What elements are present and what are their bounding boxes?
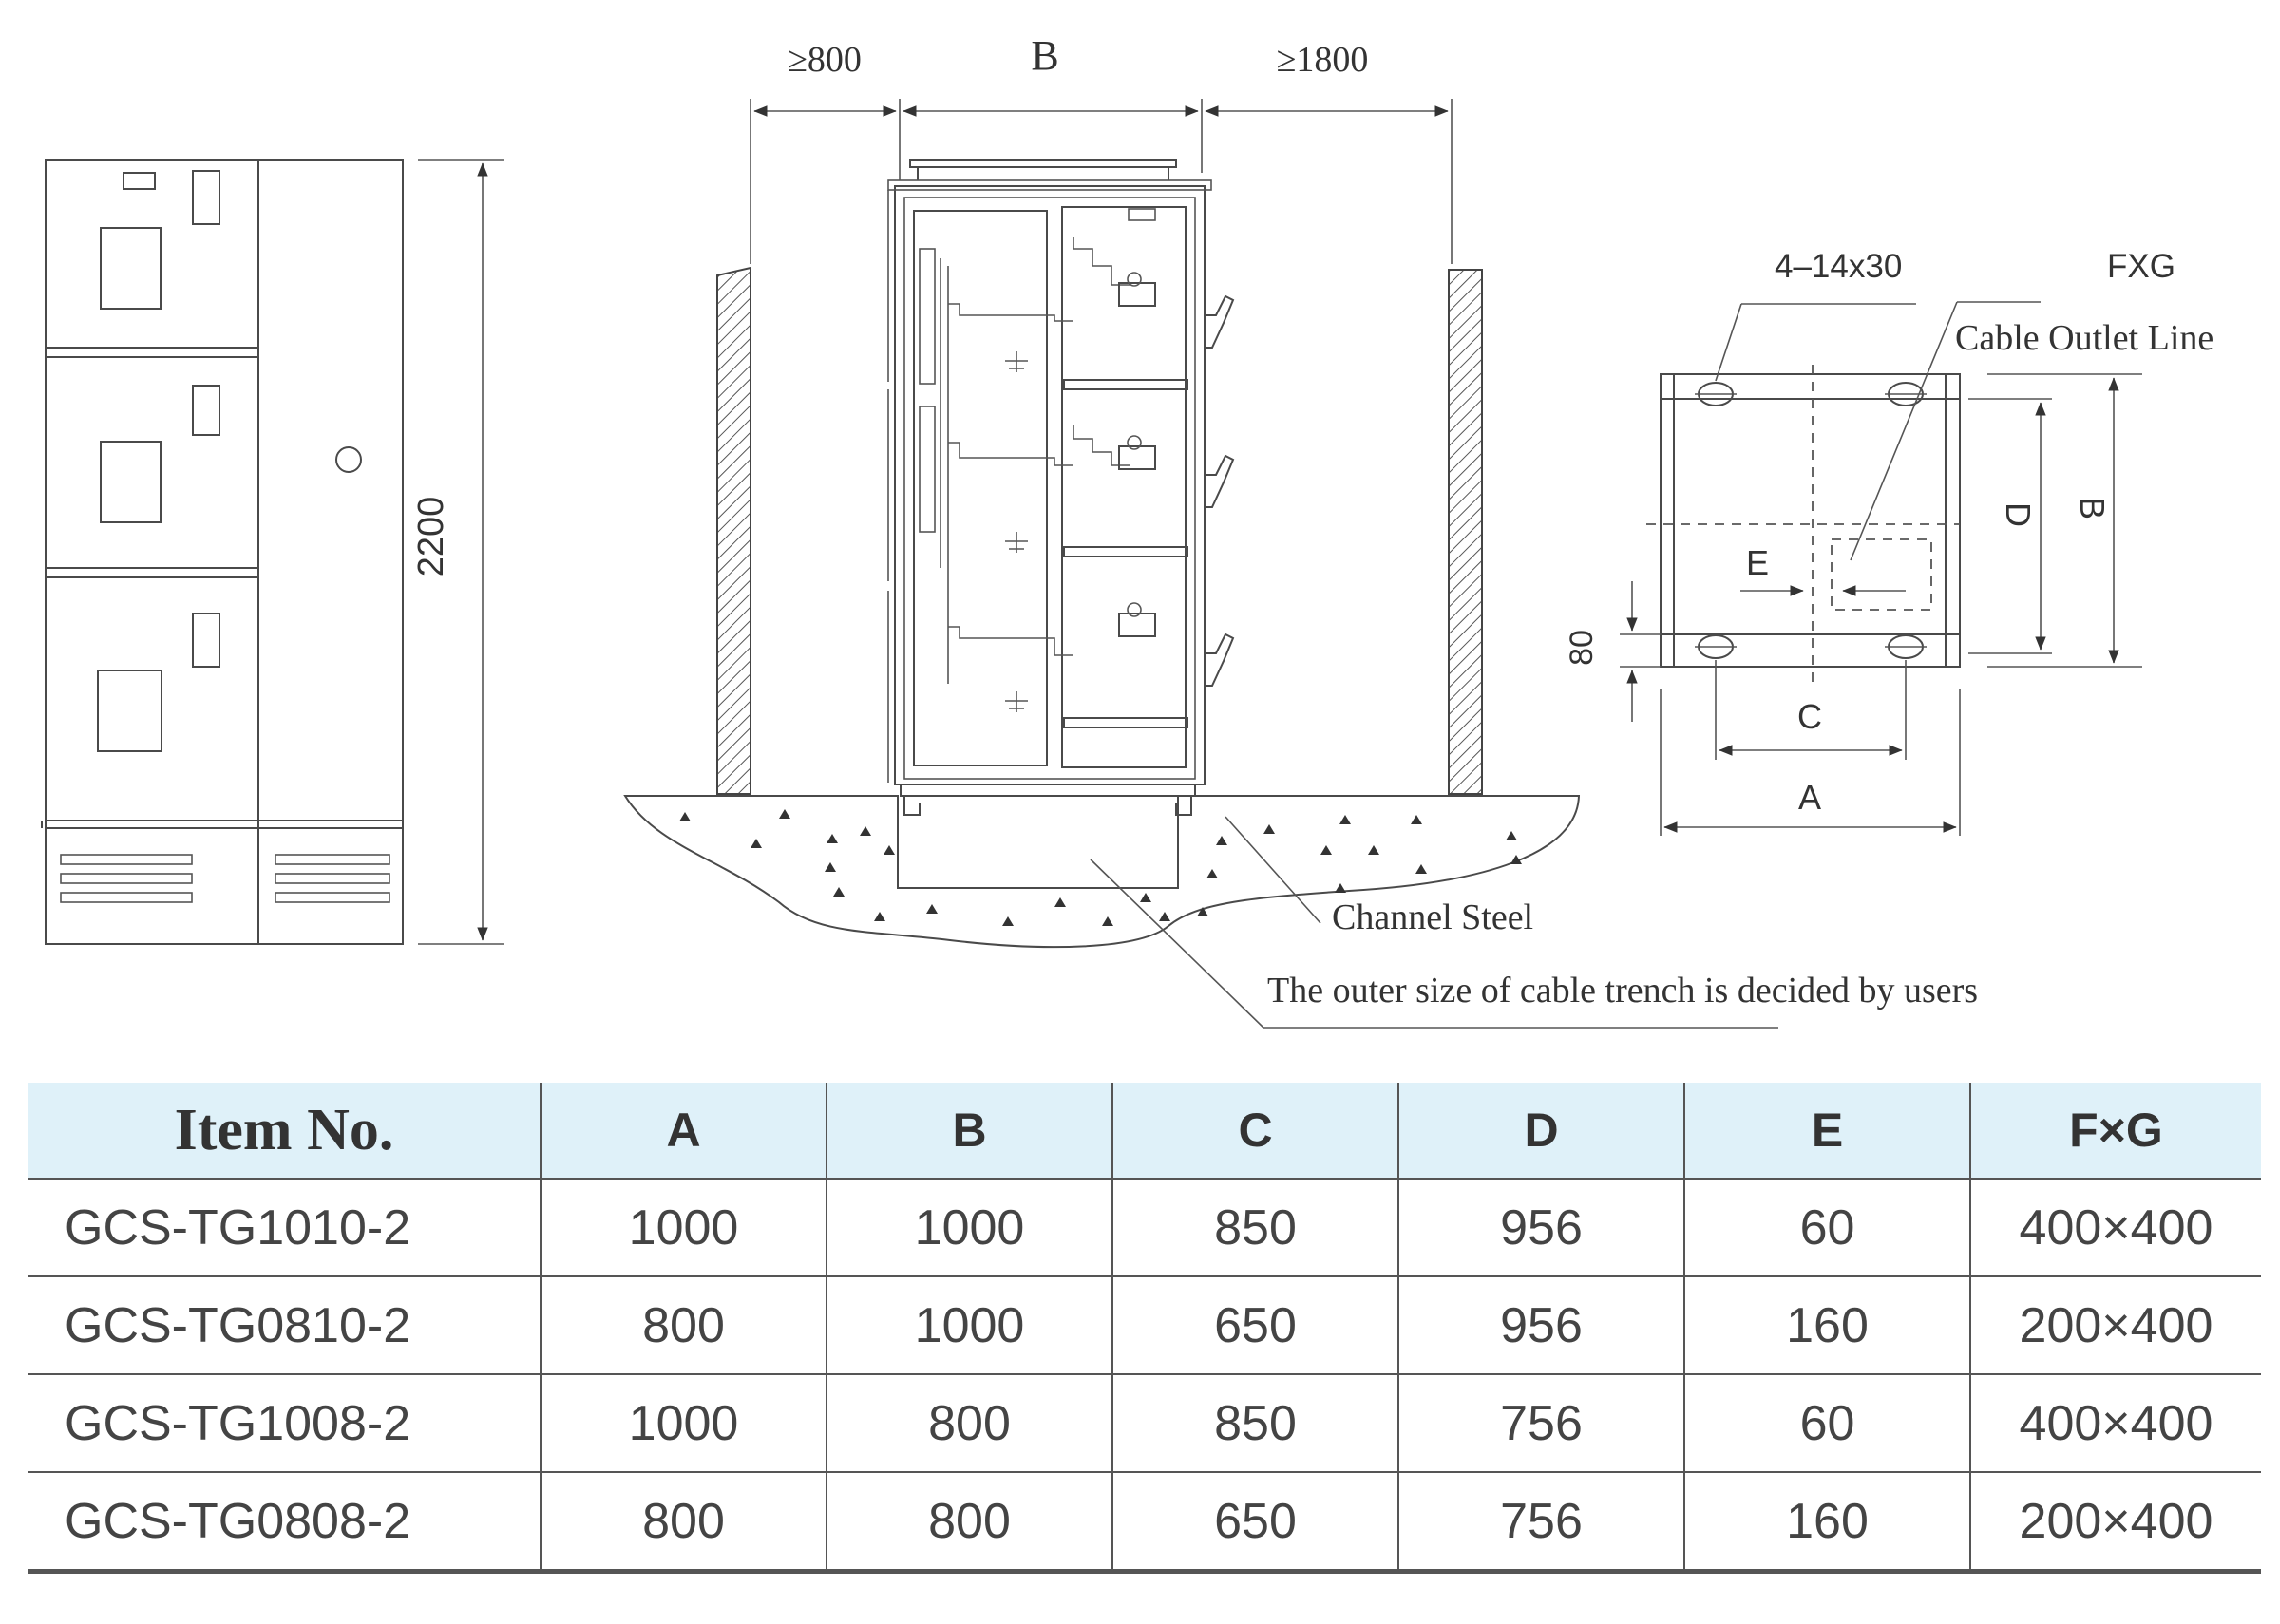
clearance-right-label: ≥1800 xyxy=(1277,40,1369,80)
cell-a: 800 xyxy=(541,1275,827,1374)
cell-b: 800 xyxy=(826,1373,1113,1472)
header-d: D xyxy=(1398,1083,1685,1179)
dim-e-label: E xyxy=(1746,543,1769,582)
table-row: GCS-TG0808-2 800 800 650 756 160 200×400 xyxy=(28,1471,2261,1574)
front-view-cabinet xyxy=(887,159,1235,816)
dim-80-label: 80 xyxy=(1564,630,1600,666)
soil-texture xyxy=(679,809,1522,926)
cell-item-no: GCS-TG0810-2 xyxy=(28,1275,542,1374)
cell-a: 1000 xyxy=(541,1178,827,1276)
walls xyxy=(716,266,1483,795)
cell-c: 650 xyxy=(1112,1471,1399,1574)
cell-d: 956 xyxy=(1398,1275,1685,1374)
header-fxg: F×G xyxy=(1970,1083,2261,1179)
table-header-row: Item No. A B C D E F×G xyxy=(28,1083,2261,1179)
cell-e: 160 xyxy=(1684,1275,1971,1374)
cell-fxg: 400×400 xyxy=(1970,1178,2261,1276)
header-c: C xyxy=(1112,1083,1399,1179)
header-e: E xyxy=(1684,1083,1971,1179)
cell-fxg: 400×400 xyxy=(1970,1373,2261,1472)
trench-note-label: The outer size of cable trench is decide… xyxy=(1267,971,1978,1010)
cell-a: 800 xyxy=(541,1471,827,1574)
dim-d-label: D xyxy=(1999,502,2038,527)
cell-a: 1000 xyxy=(541,1373,827,1472)
cell-d: 756 xyxy=(1398,1471,1685,1574)
cell-item-no: GCS-TG1010-2 xyxy=(28,1178,542,1276)
dimension-spec-table: Item No. A B C D E F×G GCS-TG1010-2 1000… xyxy=(28,1083,2261,1574)
cell-c: 850 xyxy=(1112,1178,1399,1276)
height-label: 2200 xyxy=(411,497,451,577)
height-dimension: 2200 xyxy=(411,159,504,945)
cell-item-no: GCS-TG0808-2 xyxy=(28,1471,542,1574)
opening-fxg-label: FXG xyxy=(2107,248,2176,285)
width-b-label: B xyxy=(1031,32,1058,79)
cell-d: 756 xyxy=(1398,1373,1685,1472)
cell-d: 956 xyxy=(1398,1178,1685,1276)
plan-view-labels: 4–14x30 FXG Cable Outlet Line E C A D B … xyxy=(1564,248,2214,817)
side-view-cabinet xyxy=(41,159,404,945)
table-row: GCS-TG0810-2 800 1000 650 956 160 200×40… xyxy=(28,1275,2261,1374)
front-view-leaders: Channel Steel The outer size of cable tr… xyxy=(1090,816,1978,1029)
front-view-clearance-dimensions: ≥800 B ≥1800 xyxy=(750,32,1453,264)
clearance-left-label: ≥800 xyxy=(788,40,862,80)
cable-outlet-label: Cable Outlet Line xyxy=(1955,318,2214,358)
cell-b: 1000 xyxy=(826,1178,1113,1276)
channel-steel-label: Channel Steel xyxy=(1332,897,1533,937)
cell-fxg: 200×400 xyxy=(1970,1275,2261,1374)
plan-view xyxy=(1620,301,2142,836)
cell-e: 60 xyxy=(1684,1178,1971,1276)
header-item-no: Item No. xyxy=(28,1083,542,1179)
cell-b: 1000 xyxy=(826,1275,1113,1374)
header-a: A xyxy=(541,1083,827,1179)
cabinet-technical-drawing: 2200 ≥800 B ≥1800 xyxy=(41,32,2214,1029)
table-row: GCS-TG1010-2 1000 1000 850 956 60 400×40… xyxy=(28,1178,2261,1276)
cell-c: 650 xyxy=(1112,1275,1399,1374)
header-b: B xyxy=(826,1083,1113,1179)
cell-e: 60 xyxy=(1684,1373,1971,1472)
cell-fxg: 200×400 xyxy=(1970,1471,2261,1574)
ground-and-cable-trench xyxy=(623,795,1581,949)
dim-c-label: C xyxy=(1797,697,1822,736)
cell-item-no: GCS-TG1008-2 xyxy=(28,1373,542,1472)
cell-c: 850 xyxy=(1112,1373,1399,1472)
holes-label: 4–14x30 xyxy=(1775,248,1902,285)
cell-b: 800 xyxy=(826,1471,1113,1574)
cell-e: 160 xyxy=(1684,1471,1971,1574)
dim-b-label: B xyxy=(2073,497,2112,519)
table-row: GCS-TG1008-2 1000 800 850 756 60 400×400 xyxy=(28,1373,2261,1472)
dim-a-label: A xyxy=(1798,778,1821,817)
